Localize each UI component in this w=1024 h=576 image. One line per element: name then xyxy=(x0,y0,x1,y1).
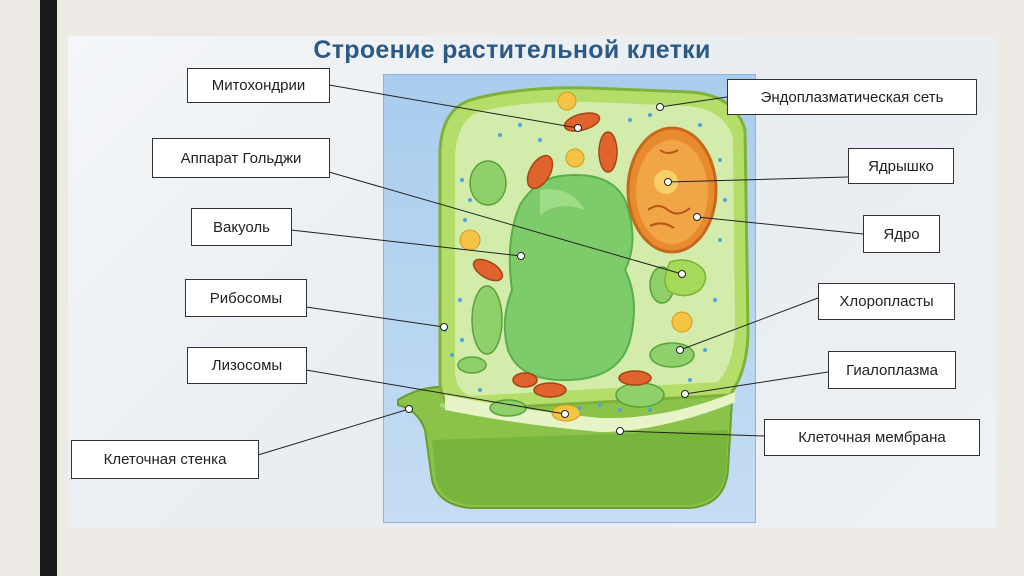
mitochondrion xyxy=(472,258,504,282)
label-cell-membrane: Клеточная мембрана xyxy=(764,419,980,456)
lysosome xyxy=(557,91,577,111)
chloroplast xyxy=(649,342,695,368)
label-chloroplasts: Хлоропласты xyxy=(818,283,955,320)
mitochondrion xyxy=(563,112,601,132)
lysosome xyxy=(671,311,693,333)
chloroplast xyxy=(615,382,665,408)
leader-lines xyxy=(257,84,864,456)
mitochondrion xyxy=(598,131,618,173)
label-vacuole: Вакуоль xyxy=(191,208,292,246)
label-lysosomes: Лизосомы xyxy=(187,347,307,384)
ribosomes xyxy=(443,113,727,412)
mitochondrion xyxy=(533,382,567,398)
mitochondrion xyxy=(512,372,538,388)
vacuole-highlight xyxy=(540,189,585,215)
lysosome xyxy=(459,229,481,251)
slide-edge-bar xyxy=(40,0,57,576)
label-mitochondria: Митохондрии xyxy=(187,68,330,103)
vacuole xyxy=(503,174,635,382)
label-er: Эндоплазматическая сеть xyxy=(727,79,977,115)
label-hyaloplasm: Гиалоплазма xyxy=(828,351,956,389)
label-nucleolus: Ядрышко xyxy=(848,148,954,184)
chloroplast xyxy=(457,356,487,374)
leader-points xyxy=(405,103,701,435)
label-nucleus: Ядро xyxy=(863,215,940,253)
chloroplast xyxy=(471,285,503,355)
hyaloplasm-zone xyxy=(445,392,735,432)
label-ribosomes: Рибосомы xyxy=(185,279,307,317)
chromatin xyxy=(647,149,691,229)
cell-wall-lower-band xyxy=(432,430,728,505)
chloroplast xyxy=(489,399,527,417)
mitochondrion xyxy=(526,154,554,190)
diagram-title: Строение растительной клетки xyxy=(313,36,711,64)
golgi-apparatus xyxy=(664,259,707,297)
label-cell-wall: Клеточная стенка xyxy=(71,440,259,479)
mitochondrion xyxy=(618,370,652,386)
lysosome xyxy=(565,148,585,168)
chloroplast xyxy=(469,160,507,206)
label-golgi: Аппарат Гольджи xyxy=(152,138,330,178)
